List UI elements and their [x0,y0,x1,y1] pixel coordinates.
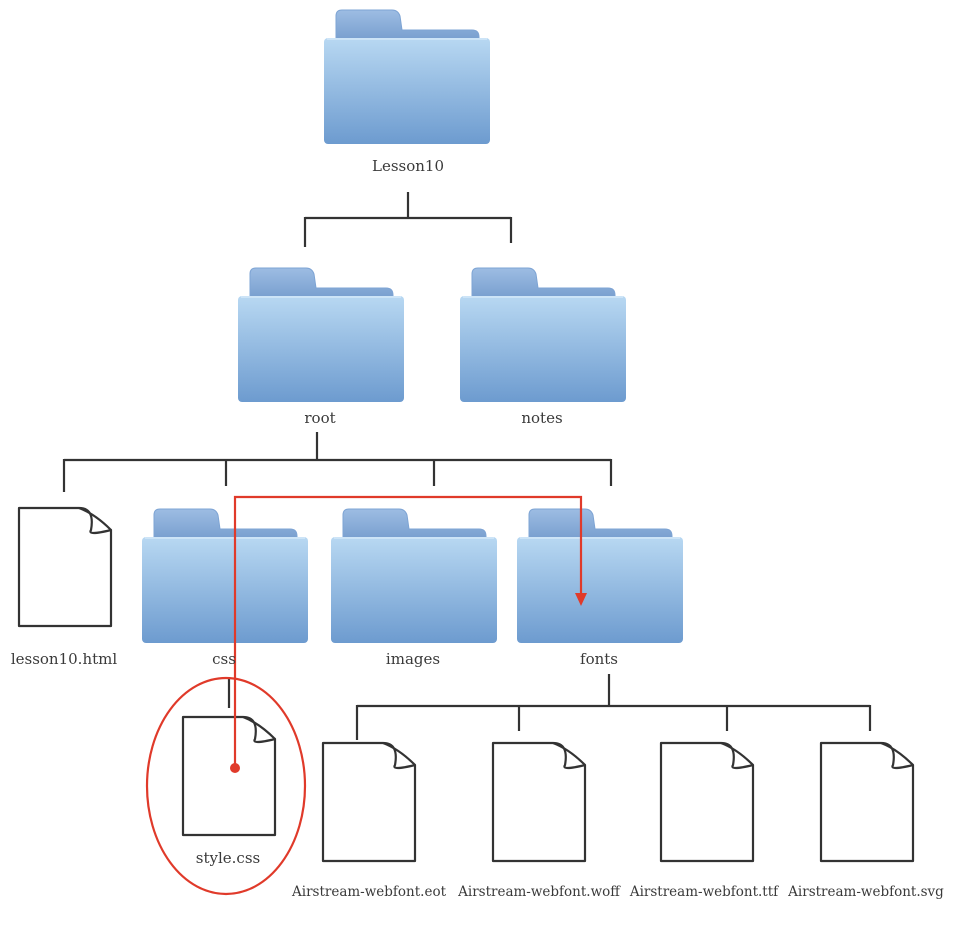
fonts-folder-icon[interactable] [517,508,683,643]
highlight-ellipse [145,676,307,896]
folder-label-lesson10[interactable]: Lesson10 [371,157,445,175]
file-label-lesson10-html[interactable]: lesson10.html [10,650,118,668]
tree-connectors [62,192,872,740]
file-label-font-eot[interactable]: Airstream-webfont.eot [292,884,446,900]
notes-folder-icon[interactable] [460,267,626,402]
link-origin-dot [230,763,240,773]
folder-label-fonts[interactable]: fonts [580,650,618,668]
lesson10-html-file-icon[interactable] [17,506,113,628]
lesson10-folder-icon[interactable] [324,9,490,144]
folder-label-images[interactable]: images [385,650,441,668]
root-folder-icon[interactable] [238,267,404,402]
style-css-file-icon[interactable] [181,715,277,837]
style-css-highlight [145,495,587,896]
font-ttf-file-icon[interactable] [659,741,755,863]
file-label-font-svg[interactable]: Airstream-webfont.svg [788,884,944,900]
font-svg-file-icon[interactable] [819,741,915,863]
file-label-font-woff[interactable]: Airstream-webfont.woff [458,884,620,900]
folder-label-notes[interactable]: notes [521,409,563,427]
folder-label-css[interactable]: css [212,650,236,668]
images-folder-icon[interactable] [331,508,497,643]
font-eot-file-icon[interactable] [321,741,417,863]
css-folder-icon[interactable] [142,508,308,643]
link-arrow-line [233,495,583,768]
file-label-style-css[interactable]: style.css [195,849,261,867]
file-label-font-ttf[interactable]: Airstream-webfont.ttf [629,884,779,900]
folder-label-root[interactable]: root [304,409,336,427]
font-woff-file-icon[interactable] [491,741,587,863]
arrow-icon [575,593,587,606]
